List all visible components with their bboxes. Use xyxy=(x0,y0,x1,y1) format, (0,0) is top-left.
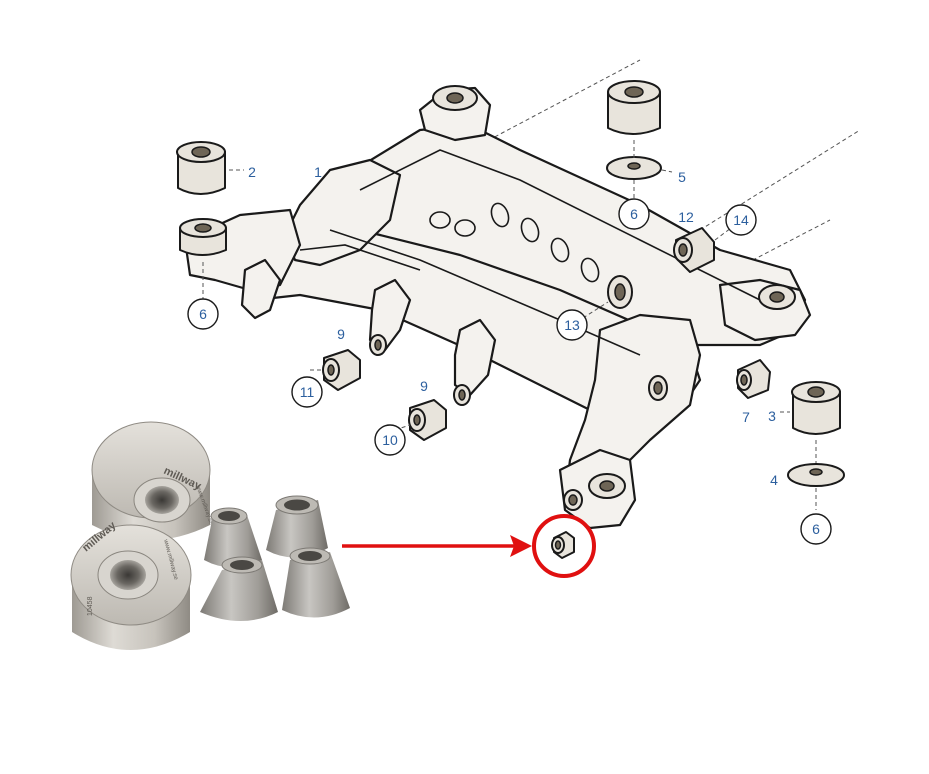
callout-circle xyxy=(556,309,588,341)
callout-number: 6 xyxy=(199,306,207,322)
callout-circle xyxy=(800,513,832,545)
highlight-circle xyxy=(532,514,596,578)
rear-subframe xyxy=(183,86,812,530)
callout-number: 5 xyxy=(678,169,686,185)
callout-number: 11 xyxy=(300,384,315,400)
bushing-top-center xyxy=(432,85,478,111)
bushing-right-rear xyxy=(758,284,796,310)
callout-circle xyxy=(374,424,406,456)
callout-c6c: 6 xyxy=(800,513,832,545)
bushing-highlighted xyxy=(551,531,575,559)
callout-c13: 13 xyxy=(556,309,588,341)
callout-number: 4 xyxy=(770,472,778,488)
bushing-5-mount xyxy=(606,80,662,180)
bushing-parts xyxy=(176,80,845,559)
callout-c9a: 9 xyxy=(337,326,345,342)
bushing-11 xyxy=(322,334,387,391)
photo-bottom-part: 10458 xyxy=(87,596,94,616)
highlight-annotation xyxy=(342,514,596,578)
bushing-13 xyxy=(607,275,633,309)
callout-c3: 3 xyxy=(768,408,776,424)
callout-number: 7 xyxy=(742,409,750,425)
callout-number: 14 xyxy=(733,212,749,228)
callout-circle xyxy=(291,376,323,408)
bushing-2 xyxy=(176,141,226,195)
photo-bushing-top: millway www.millway.se xyxy=(91,421,214,540)
callout-c4: 4 xyxy=(770,472,778,488)
callout-c9b: 9 xyxy=(420,378,428,394)
callout-circle xyxy=(187,298,219,330)
callout-number: 9 xyxy=(337,326,345,342)
bushing-knuckle xyxy=(563,473,626,511)
callout-number: 6 xyxy=(630,206,638,222)
callout-c12: 12 xyxy=(678,209,694,225)
photo-bushing-bottom: millway www.millway.se 10458 xyxy=(70,519,192,650)
callout-number: 1 xyxy=(314,164,322,180)
callout-c10: 10 xyxy=(374,424,406,456)
bushing-7 xyxy=(648,359,771,401)
callout-c14: 14 xyxy=(725,204,757,236)
callout-number: 2 xyxy=(248,164,256,180)
callout-number: 12 xyxy=(678,209,694,225)
callout-number: 13 xyxy=(564,317,580,333)
callout-c5: 5 xyxy=(678,169,686,185)
callout-c7: 7 xyxy=(742,409,750,425)
bushing-12 xyxy=(673,227,715,273)
pointer-arrow-head xyxy=(510,535,532,557)
photo-sleeves xyxy=(200,495,350,621)
callout-number: 6 xyxy=(812,521,820,537)
bushing-6-left xyxy=(179,218,227,256)
bushing-kit-photo: millway www.millway.se millway www.millw… xyxy=(70,421,350,650)
callout-c1: 1 xyxy=(314,164,322,180)
callout-circle xyxy=(618,198,650,230)
callout-number: 3 xyxy=(768,408,776,424)
callout-c6b: 6 xyxy=(618,198,650,230)
bushing-10 xyxy=(408,384,471,441)
callout-number: 10 xyxy=(382,432,398,448)
callout-c6a: 6 xyxy=(187,298,219,330)
callout-c2: 2 xyxy=(248,164,256,180)
callout-circle xyxy=(725,204,757,236)
bushing-3-mount xyxy=(787,381,845,487)
callout-number: 9 xyxy=(420,378,428,394)
callout-c11: 11 xyxy=(291,376,323,408)
